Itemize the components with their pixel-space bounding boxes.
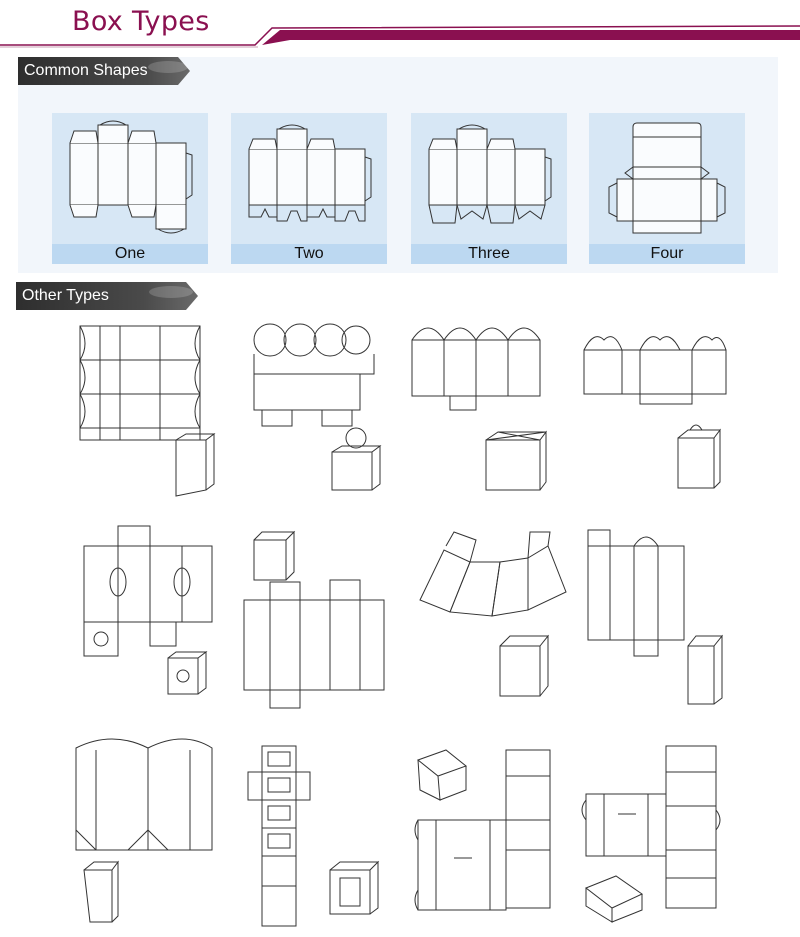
section-tab-other-types: Other Types <box>16 282 198 310</box>
shape-card-three[interactable]: Three <box>411 113 567 264</box>
section-label-common-shapes: Common Shapes <box>24 62 148 79</box>
arch-top-box-dieline-icon <box>411 327 547 491</box>
shape-caption: One <box>52 244 208 264</box>
long-tuck-box-dieline-icon <box>243 530 385 709</box>
shape-card-two[interactable]: Two <box>231 113 387 264</box>
handle-carry-box-dieline-icon <box>583 336 727 489</box>
curved-sleeve-box-dieline-icon <box>75 738 213 923</box>
mailer-box-dieline-icon <box>608 122 726 234</box>
shape-card-one[interactable]: One <box>52 113 208 264</box>
shape-caption: Four <box>589 244 745 264</box>
other-types-illustrations <box>75 323 727 927</box>
hinged-lid-box-dieline-icon <box>414 749 551 911</box>
shape-caption: Two <box>231 244 387 264</box>
fan-spread-box-dieline-icon <box>419 531 567 697</box>
pillow-stack-box-dieline-icon <box>79 325 216 497</box>
page-title: Box Types <box>72 6 210 37</box>
shape-caption: Three <box>411 244 567 264</box>
cigarette-style-box-dieline-icon <box>581 745 721 923</box>
multi-window-tower-dieline-icon <box>247 745 380 927</box>
window-display-box-dieline-icon <box>83 525 213 695</box>
auto-bottom-box-dieline-icon <box>248 124 372 222</box>
pillow-top-box-dieline-icon <box>253 323 382 491</box>
crash-lock-box-dieline-icon <box>428 124 552 224</box>
tapered-box-dieline-icon <box>587 529 724 705</box>
shape-card-four[interactable]: Four <box>589 113 745 264</box>
tuck-end-box-dieline-icon <box>69 120 193 234</box>
section-tab-common-shapes: Common Shapes <box>18 57 190 85</box>
section-label-other-types: Other Types <box>22 287 109 304</box>
header-rule <box>0 25 800 48</box>
